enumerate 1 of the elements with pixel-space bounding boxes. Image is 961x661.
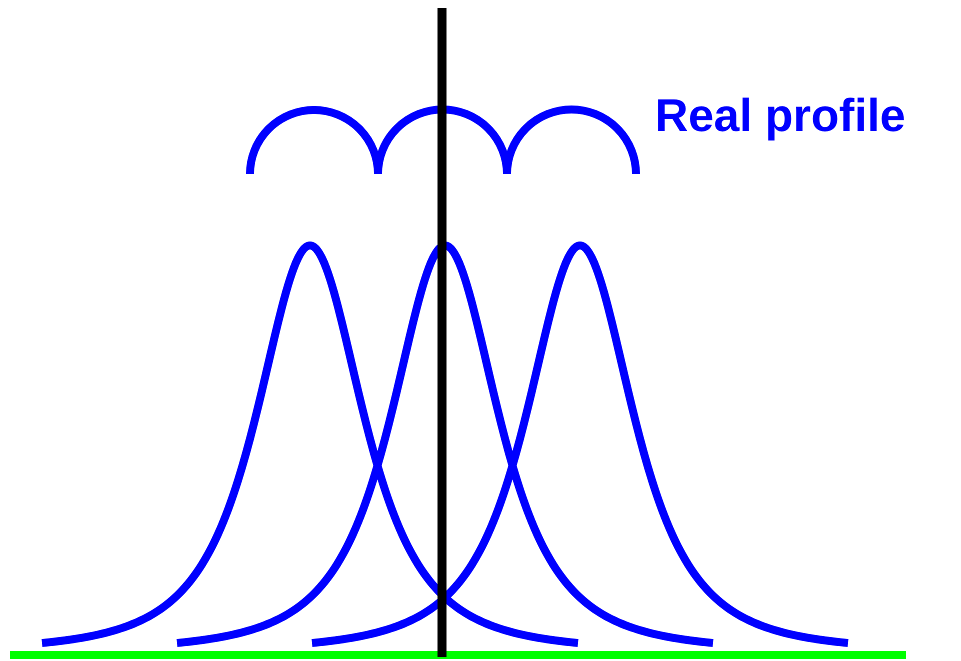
profile-label: Real profile: [655, 90, 906, 141]
